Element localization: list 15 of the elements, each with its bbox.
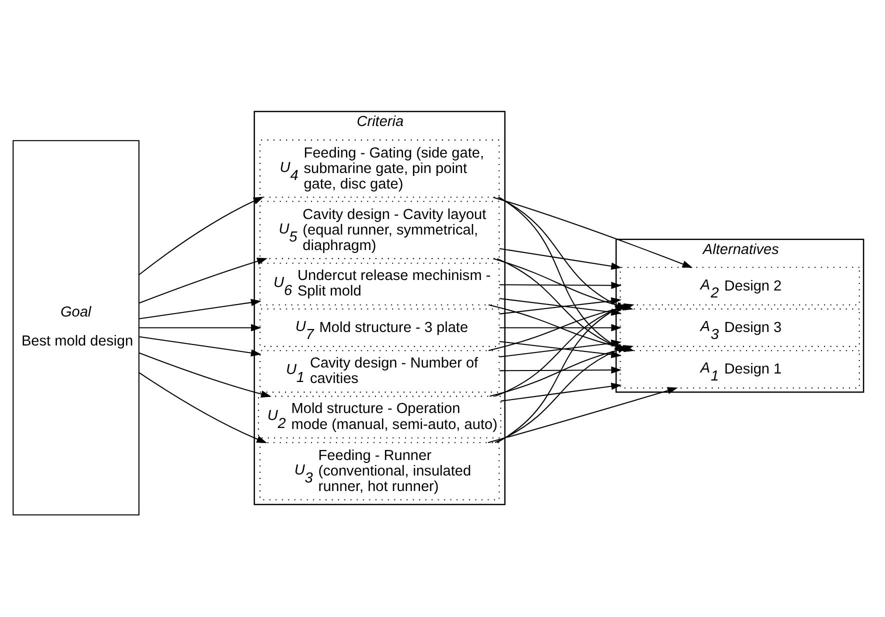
arrow	[499, 281, 622, 289]
arrow	[499, 324, 622, 331]
arrow	[138, 352, 272, 398]
arrow	[139, 324, 262, 331]
arrow	[488, 386, 678, 443]
arrow	[500, 382, 622, 402]
node-box: Goal Best mold design	[12, 140, 140, 515]
arrow	[138, 372, 268, 443]
arrow	[139, 336, 262, 356]
arrow	[499, 248, 622, 270]
arrow	[499, 366, 622, 374]
arrow	[139, 298, 262, 319]
arrow	[493, 196, 693, 268]
arrow	[139, 257, 268, 303]
arrow	[138, 196, 264, 275]
